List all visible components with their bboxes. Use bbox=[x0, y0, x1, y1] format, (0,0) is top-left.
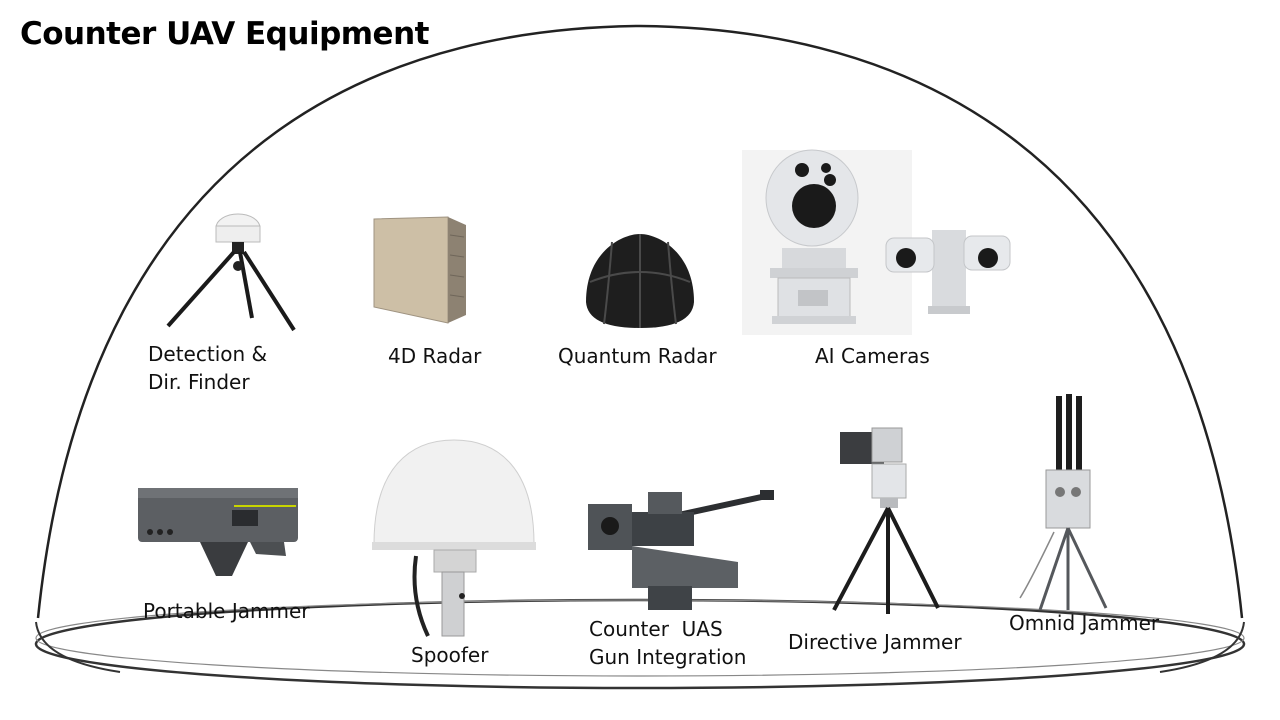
label-portable-jammer: Portable Jammer bbox=[143, 599, 310, 623]
omni-jammer-tripod-icon bbox=[1019, 394, 1108, 611]
label-4d-radar: 4D Radar bbox=[388, 344, 482, 368]
spoofer-antenna-dome-icon bbox=[372, 439, 536, 637]
label-quantum-radar: Quantum Radar bbox=[558, 344, 717, 368]
label-omni-jammer: Omnid Jammer bbox=[1009, 611, 1160, 635]
portable-jammer-gun-icon bbox=[138, 488, 298, 576]
4d-radar-panel-icon bbox=[373, 216, 466, 324]
directive-jammer-tripod-icon bbox=[832, 427, 940, 614]
quantum-radar-dome-icon bbox=[586, 234, 694, 328]
ai-camera-icon bbox=[742, 149, 1011, 335]
label-detection: Detection & Dir. Finder bbox=[148, 342, 268, 394]
label-gun-integration: Counter UAS Gun Integration bbox=[589, 617, 747, 669]
rf-detector-tripod-icon bbox=[166, 213, 296, 332]
label-directive-jammer: Directive Jammer bbox=[788, 630, 962, 654]
label-spoofer: Spoofer bbox=[411, 643, 489, 667]
gun-turret-icon bbox=[588, 490, 774, 610]
page-title: Counter UAV Equipment bbox=[20, 16, 429, 52]
label-ai-cameras: AI Cameras bbox=[815, 344, 930, 368]
